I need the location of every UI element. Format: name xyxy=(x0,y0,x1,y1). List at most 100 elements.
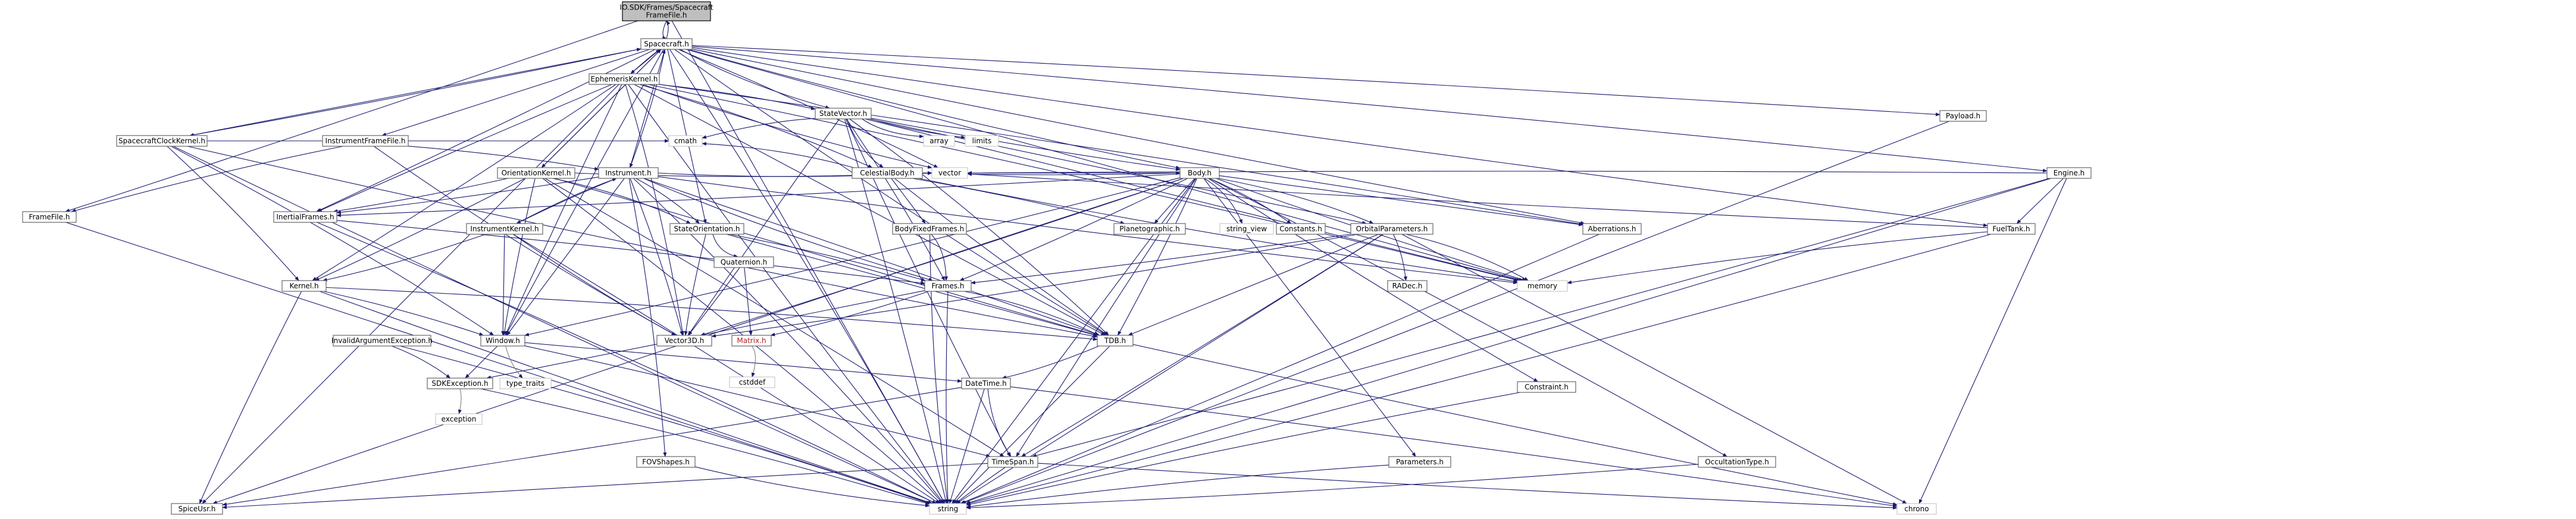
node-statevector[interactable]: StateVector.h xyxy=(815,108,872,119)
node-payload[interactable]: Payload.h xyxy=(1939,110,1987,122)
node-constants[interactable]: Constants.h xyxy=(1276,223,1326,235)
edge-parameters-to-string xyxy=(966,464,1389,509)
edge-instrument-to-fovshapes xyxy=(628,178,667,457)
node-vector[interactable]: vector xyxy=(931,167,968,179)
node-occultation[interactable]: OccultationType.h xyxy=(1698,456,1776,468)
edge-instrument-to-spacecraft xyxy=(630,49,666,168)
node-kernel[interactable]: Kernel.h xyxy=(281,280,327,292)
node-instkernel[interactable]: InstrumentKernel.h xyxy=(466,223,543,235)
node-box-datetime xyxy=(961,378,1011,389)
node-orientkernel[interactable]: OrientationKernel.h xyxy=(497,167,575,179)
node-datetime[interactable]: DateTime.h xyxy=(961,378,1011,389)
node-matrix[interactable]: Matrix.h xyxy=(731,335,772,347)
node-instrument[interactable]: Instrument.h xyxy=(598,167,659,179)
node-orbital[interactable]: OrbitalParameters.h xyxy=(1350,223,1433,235)
edge-payload-to-string xyxy=(961,121,1949,504)
node-vector3d[interactable]: Vector3D.h xyxy=(656,335,712,347)
node-box-payload xyxy=(1939,110,1987,122)
edge-orbital-to-memory xyxy=(1406,234,1529,281)
edge-kernel-to-window xyxy=(323,291,484,336)
edge-quaternion-to-matrix xyxy=(744,267,753,336)
node-instframe[interactable]: InstrumentFrameFile.h xyxy=(322,135,409,147)
node-limits[interactable]: limits xyxy=(965,135,999,147)
node-box-cmath xyxy=(668,135,703,147)
edge-layer xyxy=(65,20,2067,510)
node-tdb[interactable]: TDB.h xyxy=(1097,335,1134,347)
node-box-matrix xyxy=(731,335,772,347)
edge-stateorient-to-vector3d xyxy=(684,234,706,336)
node-quaternion[interactable]: Quaternion.h xyxy=(713,256,774,268)
node-label-cstddef: cstddef xyxy=(739,378,766,386)
node-constraint[interactable]: Constraint.h xyxy=(1517,381,1576,393)
edge-fueltank-to-string xyxy=(966,234,1991,505)
node-ephemeris[interactable]: EphemerisKernel.h xyxy=(589,73,660,85)
node-box-timespan xyxy=(987,456,1038,468)
edge-spacecraft-to-fueltank xyxy=(691,47,1988,227)
node-typetraits[interactable]: type_traits xyxy=(499,378,552,389)
edge-instrument-to-inertial xyxy=(336,177,599,215)
node-label-fueltank: FuelTank.h xyxy=(1992,225,2030,233)
edge-datetime-to-timespan xyxy=(987,388,1012,457)
node-frames[interactable]: Frames.h xyxy=(924,280,972,292)
node-label-engine: Engine.h xyxy=(2054,169,2085,177)
edge-fueltank-to-vector xyxy=(967,172,1988,228)
node-radec[interactable]: RADec.h xyxy=(1387,280,1428,292)
node-memory[interactable]: memory xyxy=(1517,280,1568,292)
node-planetographic[interactable]: Planetographic.h xyxy=(1113,223,1186,235)
node-spiceusr[interactable]: SpiceUsr.h xyxy=(171,503,223,515)
edge-frames-to-sdkexc xyxy=(486,290,925,379)
node-label-typetraits: type_traits xyxy=(506,379,544,388)
edge-invalidarg-to-string xyxy=(400,345,931,504)
node-box-instkernel xyxy=(466,223,543,235)
node-stateorient[interactable]: StateOrientation.h xyxy=(669,223,744,235)
node-bodyfixed[interactable]: BodyFixedFrames.h xyxy=(892,223,967,235)
edge-instrument-to-instkernel xyxy=(516,178,617,224)
edge-celestial-to-bodyfixed xyxy=(891,178,926,224)
edge-quaternion-to-vector3d xyxy=(688,267,740,336)
node-fueltank[interactable]: FuelTank.h xyxy=(1987,223,2036,235)
edge-spacecraft-to-aberrations xyxy=(691,48,1585,225)
node-box-bodyfixed xyxy=(892,223,967,235)
node-sclk[interactable]: SpacecraftClockKernel.h xyxy=(116,135,208,147)
node-aberrations[interactable]: Aberrations.h xyxy=(1582,223,1642,235)
node-chrono[interactable]: chrono xyxy=(1896,503,1937,515)
edge-spacecraft-to-sclk xyxy=(189,48,641,137)
node-box-vector3d xyxy=(656,335,712,347)
node-framefile[interactable]: FrameFile.h xyxy=(22,211,77,223)
edge-orientkernel-to-kernel xyxy=(314,178,525,281)
node-celestial[interactable]: CelestialBody.h xyxy=(852,167,923,179)
edge-body-to-parameters xyxy=(1203,178,1416,457)
node-parameters[interactable]: Parameters.h xyxy=(1388,456,1451,468)
node-timespan[interactable]: TimeSpan.h xyxy=(987,456,1038,468)
node-body[interactable]: Body.h xyxy=(1179,167,1220,179)
edge-statevector-to-tdb xyxy=(849,118,1109,336)
node-label-sclk: SpacecraftClockKernel.h xyxy=(118,137,205,145)
edge-framefile-to-string xyxy=(65,222,932,504)
node-cmath[interactable]: cmath xyxy=(668,135,703,147)
edge-orbital-to-frames xyxy=(971,234,1351,285)
node-cstddef[interactable]: cstddef xyxy=(729,376,775,388)
edge-ephemeris-to-tdb xyxy=(634,84,1106,336)
node-label-vector: vector xyxy=(938,169,961,177)
node-box-orientkernel xyxy=(497,167,575,179)
node-string[interactable]: string xyxy=(929,503,967,515)
node-box-window xyxy=(480,335,525,347)
node-invalidarg[interactable]: InvalidArgumentException.h xyxy=(331,335,433,347)
node-stringview[interactable]: string_view xyxy=(1219,223,1274,235)
node-label-invalidarg: InvalidArgumentException.h xyxy=(331,336,433,345)
node-box-instframe xyxy=(322,135,409,147)
node-box-vector xyxy=(931,167,968,179)
node-array[interactable]: array xyxy=(923,135,955,147)
node-exception[interactable]: exception xyxy=(435,413,483,425)
node-fovshapes[interactable]: FOVShapes.h xyxy=(636,456,696,468)
node-label-memory: memory xyxy=(1528,282,1557,290)
edge-body-to-tdb xyxy=(1118,178,1197,336)
node-box-string xyxy=(929,503,967,515)
node-box-limits xyxy=(965,135,999,147)
node-inertial[interactable]: InertialFrames.h xyxy=(273,211,337,223)
node-spacecraft[interactable]: Spacecraft.h xyxy=(640,38,693,50)
node-window[interactable]: Window.h xyxy=(480,335,525,347)
node-engine[interactable]: Engine.h xyxy=(2046,167,2092,179)
node-sdkexc[interactable]: SDKException.h xyxy=(427,378,493,389)
